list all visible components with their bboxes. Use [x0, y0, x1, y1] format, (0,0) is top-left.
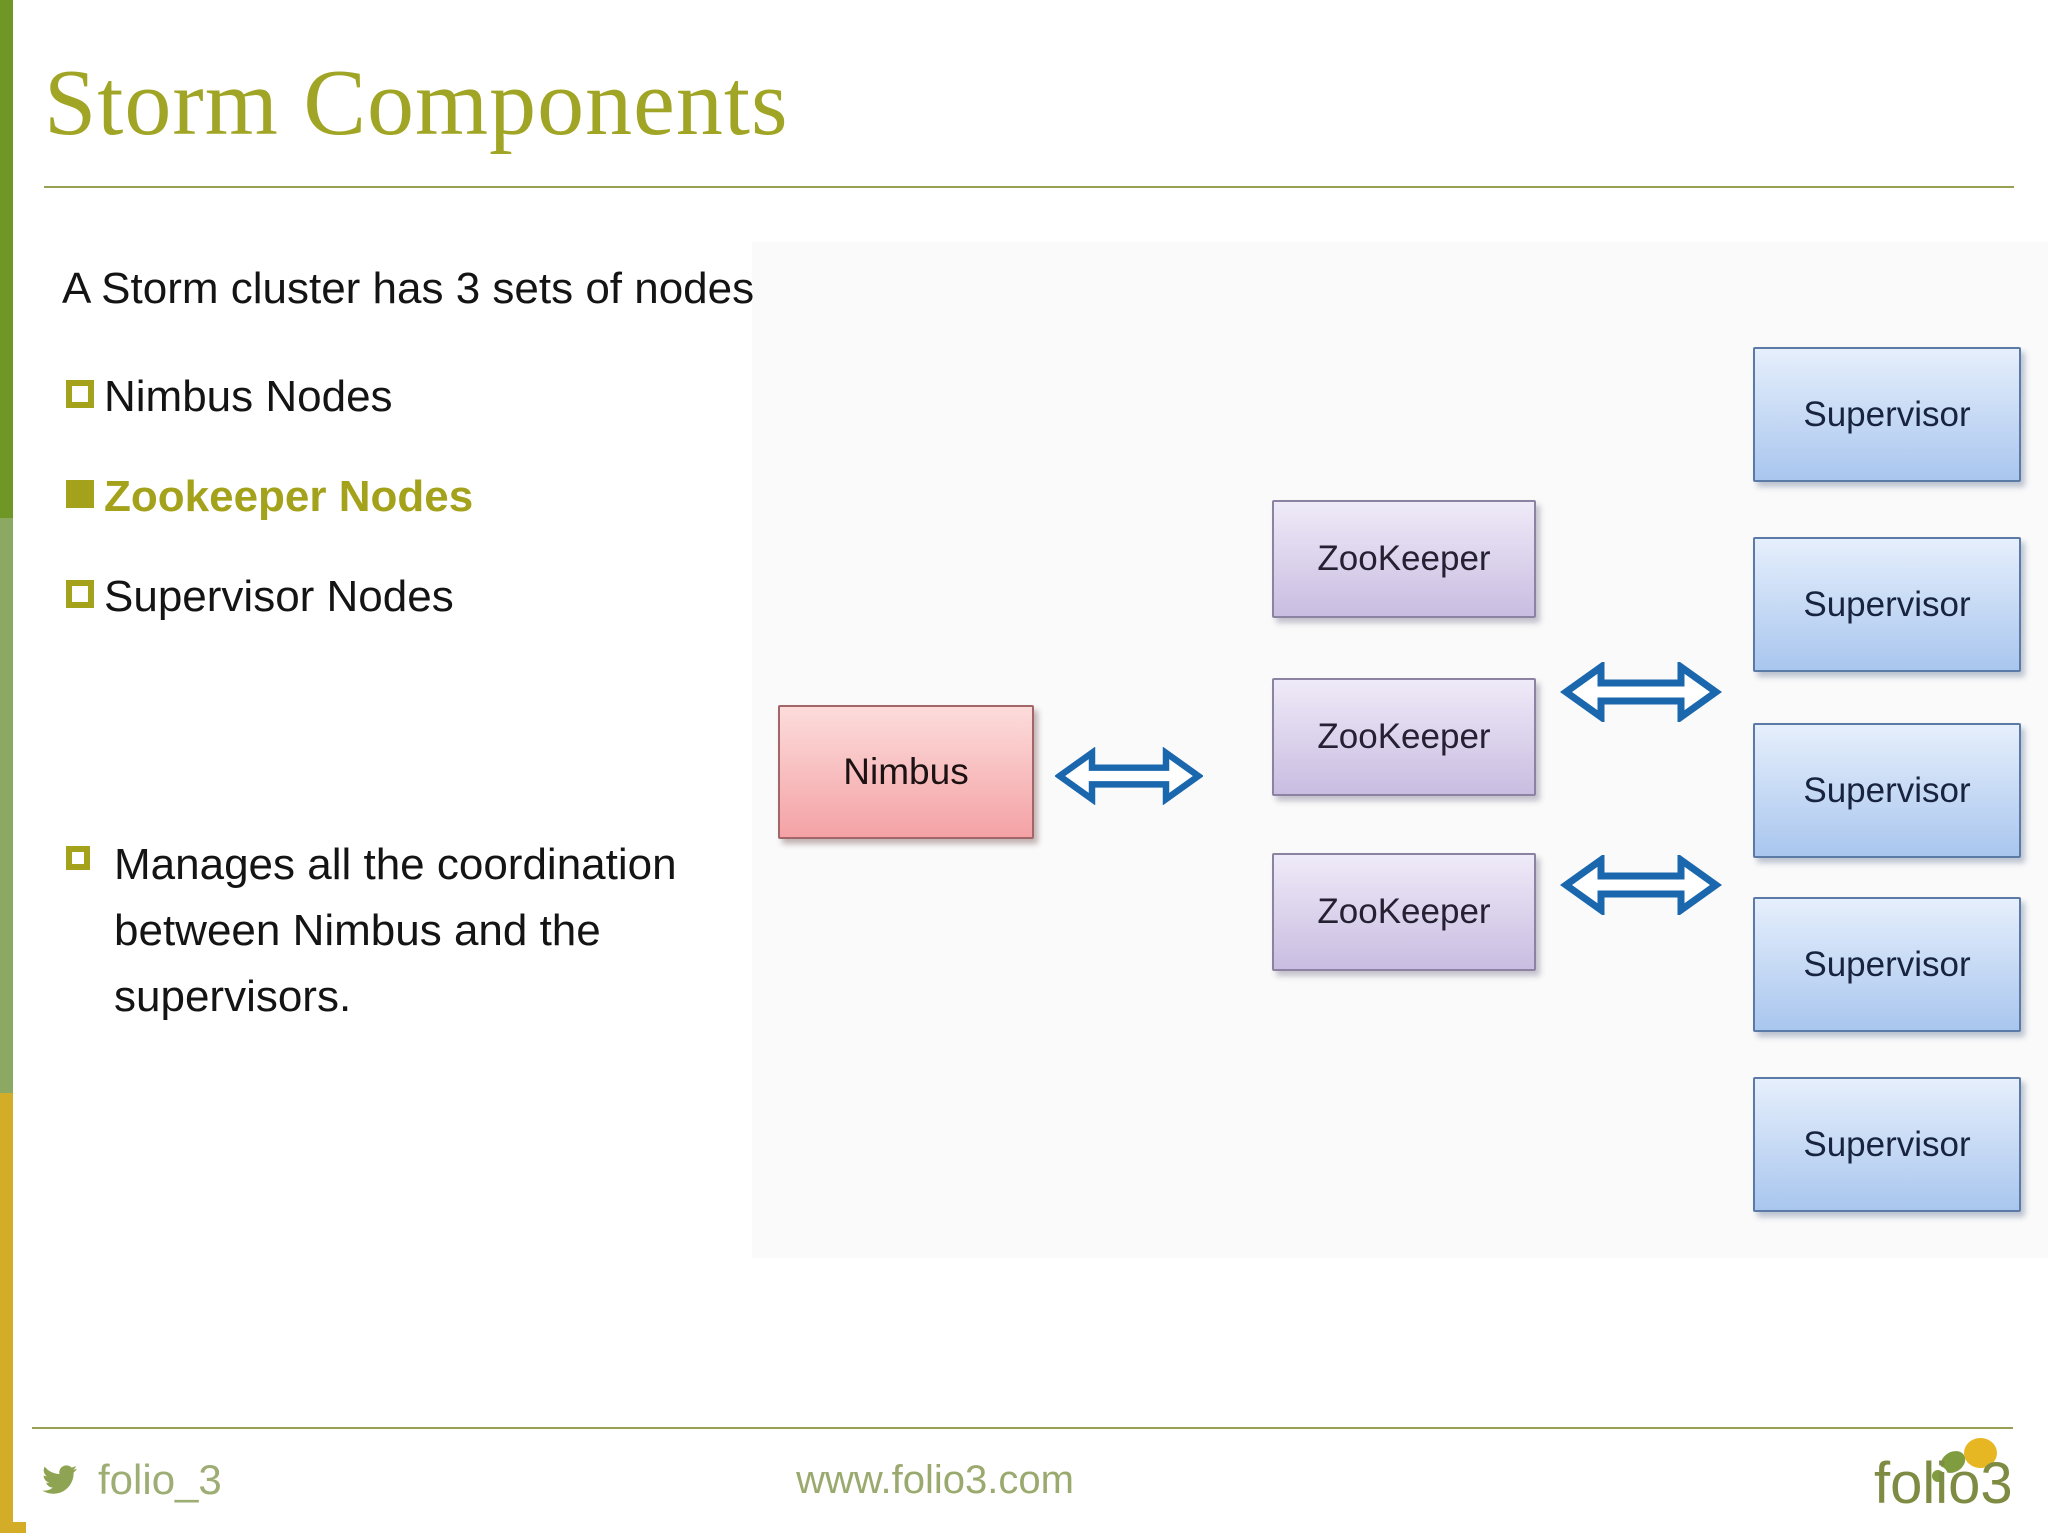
logo-dot-yellow-icon [1964, 1438, 1997, 1468]
diagram-node-supervisor-1: Supervisor [1753, 347, 2021, 482]
edge-stripe-mid-sage [0, 518, 13, 1093]
node-label: Supervisor [1803, 770, 1971, 810]
diagram-node-supervisor-5: Supervisor [1753, 1077, 2021, 1212]
website-url: www.folio3.com [796, 1458, 1074, 1502]
diagram-node-zookeeper-2: ZooKeeper [1272, 678, 1536, 796]
node-label: Supervisor [1803, 394, 1971, 434]
twitter-bird-icon [42, 1465, 78, 1494]
bullet-label: Nimbus Nodes [104, 372, 393, 421]
logo-dot-small-icon [1932, 1470, 1944, 1482]
diagram-node-nimbus: Nimbus [778, 705, 1034, 839]
diagram-node-zookeeper-1: ZooKeeper [1272, 500, 1536, 618]
diagram-node-zookeeper-3: ZooKeeper [1272, 853, 1536, 971]
square-bullet-filled-icon [66, 480, 94, 508]
diagram-node-supervisor-4: Supervisor [1753, 897, 2021, 1032]
node-label: ZooKeeper [1317, 539, 1491, 578]
square-bullet-icon [66, 846, 90, 870]
twitter-handle-label: folio_3 [98, 1456, 222, 1503]
title-divider [44, 186, 2014, 188]
footer-divider [32, 1427, 2013, 1429]
bullet-item-supervisor-nodes: Supervisor Nodes [66, 572, 454, 622]
bullet-label-emphasized: Zookeeper Nodes [104, 472, 474, 521]
diagram-node-supervisor-2: Supervisor [1753, 537, 2021, 672]
bullet-item-nimbus-nodes: Nimbus Nodes [66, 372, 393, 422]
bullet-item-zookeeper-nodes: Zookeeper Nodes [66, 472, 473, 522]
square-bullet-icon [66, 380, 94, 408]
twitter-handle: folio_3 [36, 1456, 222, 1504]
node-label: Supervisor [1803, 584, 1971, 624]
square-bullet-icon [66, 580, 94, 608]
logo-wordmark: folio3 [1874, 1451, 2013, 1516]
node-label: Nimbus [843, 751, 969, 792]
diagram-node-supervisor-3: Supervisor [1753, 723, 2021, 858]
bullet-label: Supervisor Nodes [104, 572, 454, 621]
double-headed-arrow-icon-zookeeper-supervisor-upper [1560, 662, 1722, 722]
double-headed-arrow-icon-nimbus-zookeeper [1055, 747, 1203, 805]
edge-stripe-top-green [0, 0, 13, 518]
intro-text: A Storm cluster has 3 sets of nodes [62, 264, 755, 313]
edge-stripe-foot [0, 1522, 26, 1533]
double-headed-arrow-icon-zookeeper-supervisor-lower [1560, 855, 1722, 915]
edge-stripe-bottom-gold [0, 1093, 13, 1530]
page-title: Storm Components [44, 51, 789, 155]
node-label: Supervisor [1803, 1124, 1971, 1164]
node-label: ZooKeeper [1317, 892, 1491, 931]
node-label: ZooKeeper [1317, 717, 1491, 756]
note-text: Manages all the coordination between Nim… [114, 840, 677, 1021]
folio3-logo: folio3 [1874, 1436, 2024, 1528]
node-label: Supervisor [1803, 944, 1971, 984]
